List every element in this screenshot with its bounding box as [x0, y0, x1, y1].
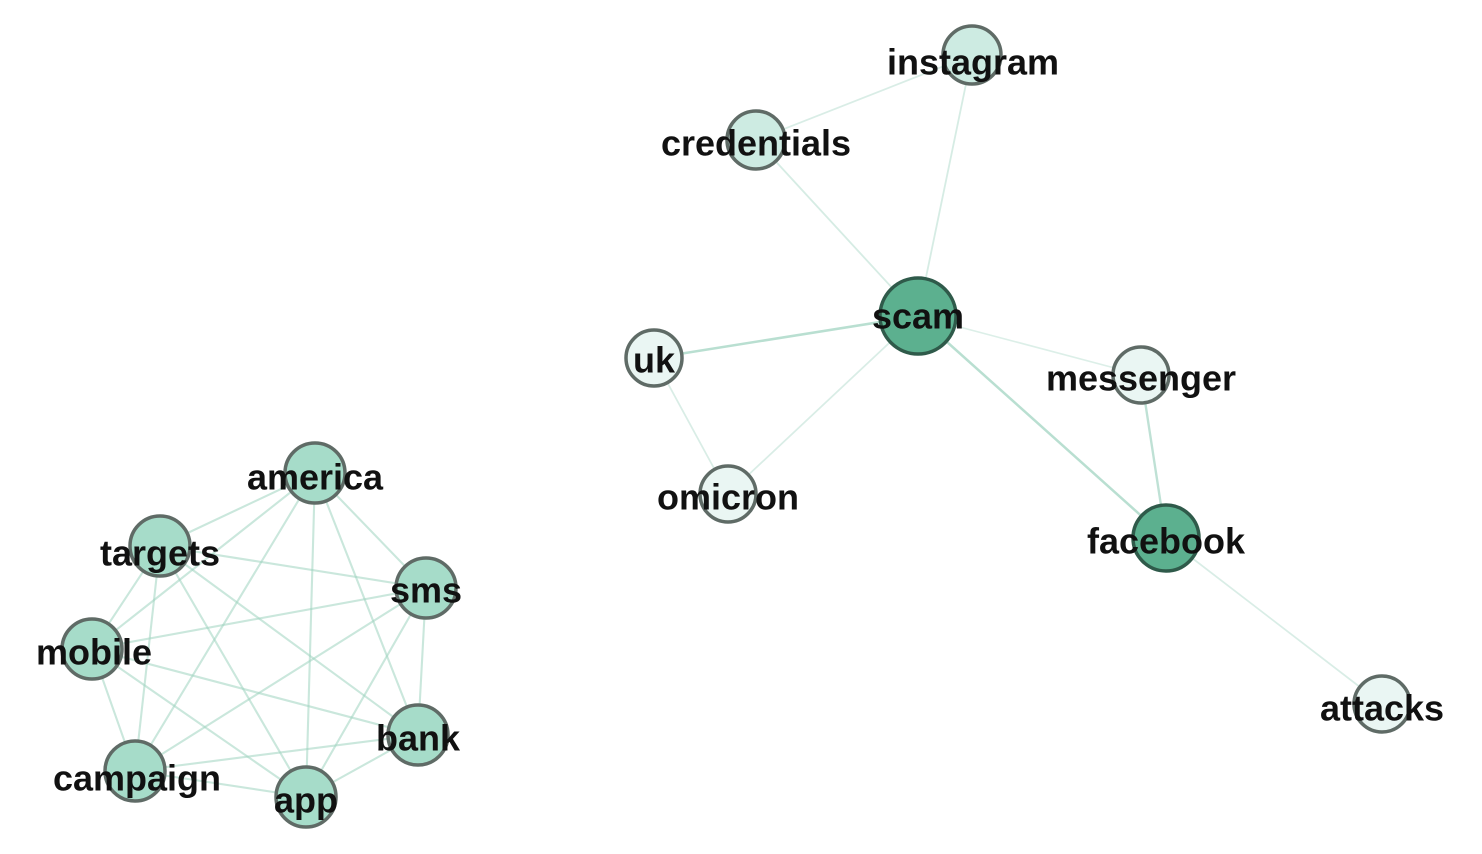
- nodes-layer: [60, 24, 1412, 829]
- edge-instagram-scam: [917, 54, 973, 317]
- edge-credentials-instagram: [755, 54, 973, 141]
- edge-targets-campaign: [133, 544, 162, 773]
- node-label-mobile: mobile: [36, 632, 152, 673]
- node-label-uk: uk: [633, 340, 676, 381]
- node-label-campaign: campaign: [53, 758, 221, 799]
- node-label-instagram: instagram: [887, 42, 1059, 83]
- node-instagram[interactable]: [941, 24, 1003, 86]
- edge-facebook-attacks: [1165, 537, 1383, 705]
- edge-sms-campaign: [133, 586, 428, 773]
- node-app[interactable]: [274, 765, 338, 829]
- node-omicron[interactable]: [698, 464, 758, 524]
- edge-targets-app: [158, 544, 308, 799]
- node-bank[interactable]: [386, 703, 450, 767]
- edge-targets-bank: [158, 544, 420, 737]
- edge-america-app: [304, 471, 317, 799]
- node-label-omicron: omicron: [657, 477, 799, 518]
- node-facebook[interactable]: [1131, 503, 1201, 573]
- edge-scam-facebook: [916, 314, 1168, 540]
- edges-layer: [90, 54, 1383, 799]
- edge-bank-campaign: [133, 733, 420, 773]
- node-label-bank: bank: [376, 718, 461, 759]
- edge-mobile-bank: [90, 647, 420, 737]
- node-label-attacks: attacks: [1320, 688, 1444, 729]
- edge-scam-uk: [652, 314, 920, 360]
- edge-america-mobile: [90, 471, 317, 651]
- node-label-sms: sms: [390, 570, 462, 611]
- node-label-america: america: [247, 457, 384, 498]
- edge-america-campaign: [133, 471, 317, 773]
- node-mobile[interactable]: [60, 617, 124, 681]
- node-messenger[interactable]: [1111, 345, 1171, 405]
- edge-america-bank: [313, 471, 420, 737]
- node-attacks[interactable]: [1352, 674, 1412, 734]
- node-uk[interactable]: [624, 328, 684, 388]
- node-america[interactable]: [283, 441, 347, 505]
- node-label-targets: targets: [100, 533, 220, 574]
- edge-scam-omicron: [727, 315, 919, 495]
- node-targets[interactable]: [128, 514, 192, 578]
- edge-targets-sms: [158, 544, 428, 590]
- node-label-facebook: facebook: [1087, 521, 1246, 562]
- edge-sms-mobile: [90, 586, 428, 651]
- node-sms[interactable]: [394, 556, 458, 620]
- node-label-scam: scam: [872, 296, 964, 337]
- edge-sms-app: [304, 586, 428, 799]
- node-label-messenger: messenger: [1046, 358, 1236, 399]
- edge-mobile-app: [90, 647, 308, 799]
- node-campaign[interactable]: [103, 739, 167, 803]
- node-label-app: app: [274, 780, 338, 821]
- edge-credentials-scam: [755, 139, 919, 317]
- node-scam[interactable]: [878, 276, 958, 356]
- node-label-credentials: credentials: [661, 123, 851, 164]
- labels-layer: instagram credentials scam uk messenger omicr…: [36, 42, 1444, 821]
- node-credentials[interactable]: [725, 109, 787, 171]
